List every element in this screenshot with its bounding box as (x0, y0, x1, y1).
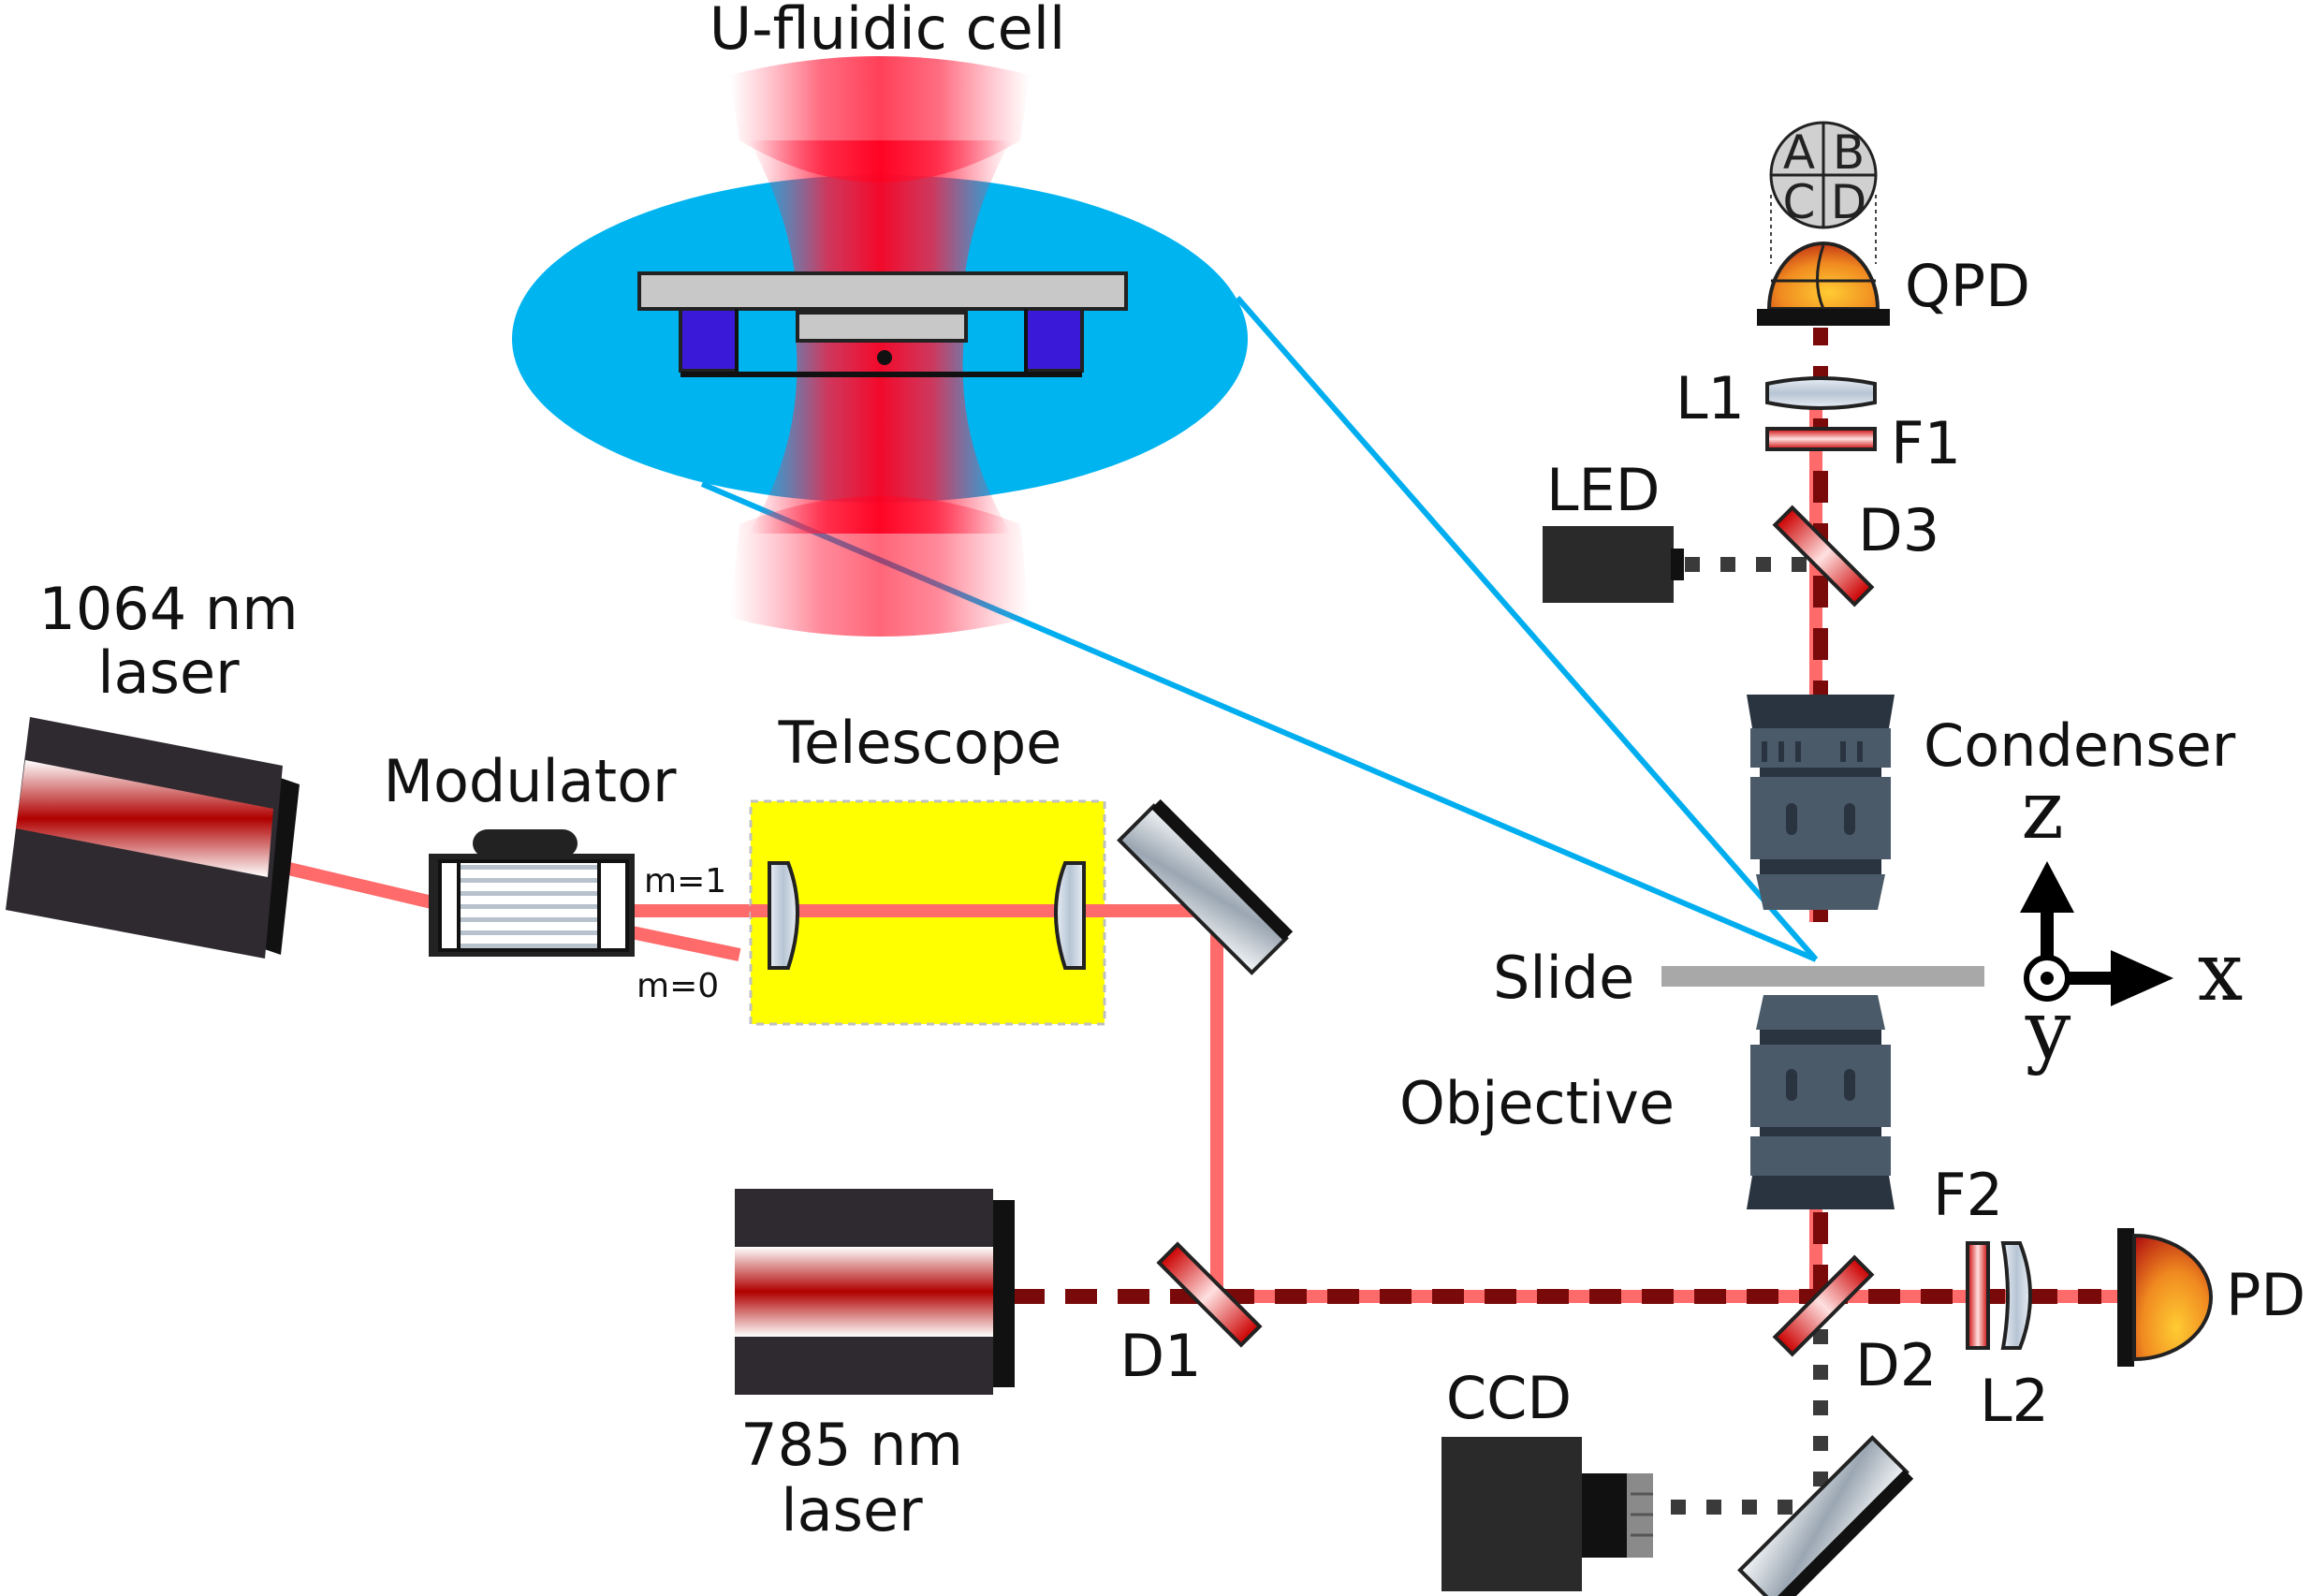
laser-785-label-line1: 785 nm (740, 1411, 963, 1479)
dichroic-d2 (1772, 1254, 1875, 1357)
svg-text:C: C (1783, 175, 1816, 229)
svg-text:A: A (1783, 125, 1815, 180)
inset-title: U-fluidic cell (710, 0, 1065, 63)
telescope-label: Telescope (778, 709, 1062, 777)
ccd-camera (1441, 1437, 1653, 1591)
beam-785 (1013, 328, 2101, 1304)
qpd-quadrants: A B C D (1769, 121, 1878, 264)
trapped-particle (877, 350, 892, 365)
condenser (1747, 695, 1895, 910)
label-ccd: CCD (1446, 1364, 1572, 1432)
label-f1: F1 (1891, 409, 1961, 477)
dichroic-d1 (1156, 1241, 1263, 1348)
label-objective: Objective (1399, 1069, 1675, 1137)
svg-text:B: B (1833, 125, 1865, 180)
label-pd: PD (2226, 1261, 2305, 1329)
fluidic-cell-cross-section (637, 271, 1128, 377)
coordinate-axes (2020, 861, 2173, 1006)
lens-l1 (1765, 376, 1877, 410)
label-d1: D1 (1119, 1322, 1201, 1390)
label-l1: L1 (1675, 364, 1745, 432)
qpd-detector (1757, 242, 1890, 326)
objective (1747, 995, 1895, 1209)
label-led: LED (1546, 456, 1660, 524)
laser-1064-label-line2: laser (97, 638, 240, 707)
label-qpd: QPD (1905, 252, 2030, 320)
modulator-order-1: m=1 (644, 862, 726, 900)
axis-x-label: x (2198, 926, 2244, 1019)
illumination-paths (1671, 557, 1828, 1515)
label-f2: F2 (1933, 1161, 2003, 1229)
slide (1661, 966, 1984, 987)
laser-1064-label-line1: 1064 nm (38, 575, 298, 643)
svg-text:D: D (1831, 175, 1867, 229)
label-d2: D2 (1855, 1331, 1937, 1399)
modulator-label: Modulator (383, 747, 677, 815)
laser-785 (735, 1189, 1015, 1395)
label-slide: Slide (1493, 944, 1634, 1012)
label-l2: L2 (1980, 1367, 2049, 1435)
laser-1064 (6, 717, 300, 959)
ccd-mirror (1737, 1435, 1914, 1596)
telescope-lens-1 (768, 861, 799, 970)
lens-l2 (2000, 1241, 2032, 1350)
modulator (429, 829, 635, 957)
label-condenser: Condenser (1924, 711, 2236, 780)
axis-y-label: y (2025, 984, 2071, 1077)
filter-f1 (1765, 427, 1877, 451)
laser-785-label-line2: laser (781, 1476, 923, 1545)
axis-z-label: z (2021, 764, 2063, 857)
steering-mirror (1117, 798, 1294, 975)
led-source (1543, 526, 1684, 603)
modulator-order-0: m=0 (637, 967, 719, 1005)
filter-f2 (1966, 1241, 1990, 1350)
telescope-lens-2 (1054, 861, 1086, 970)
label-d3: D3 (1858, 496, 1939, 564)
photodiode (2117, 1228, 2213, 1367)
dichroic-d3 (1772, 505, 1875, 608)
